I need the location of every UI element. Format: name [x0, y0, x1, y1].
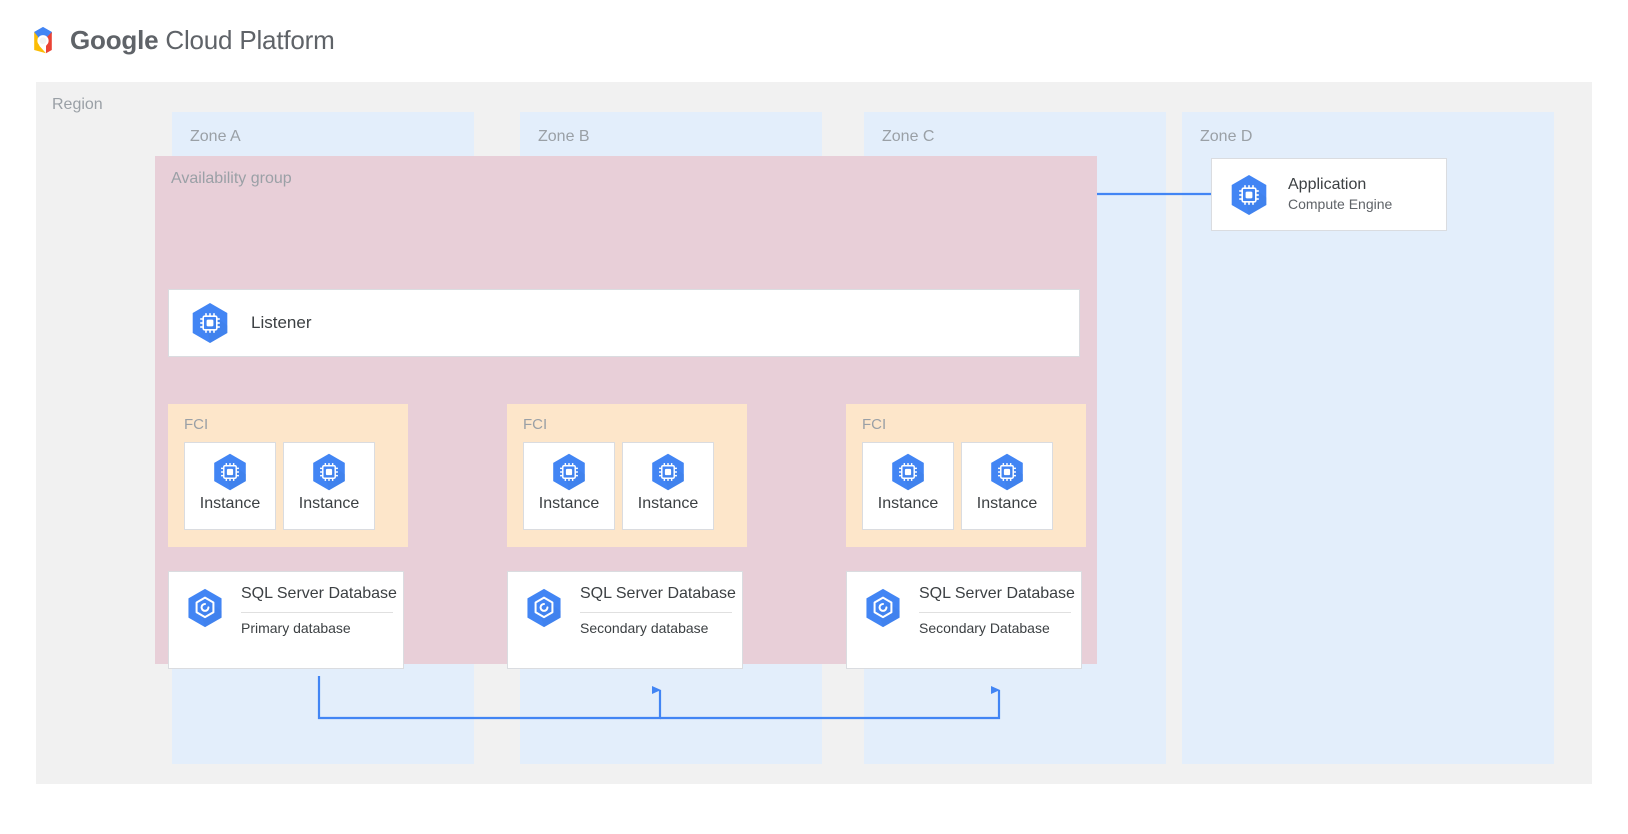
- sql-server-database-text: SQL Server Database Primary database: [241, 584, 401, 637]
- availability-group-container: Availability group: [155, 156, 1097, 669]
- application-subtitle: Compute Engine: [1288, 196, 1393, 212]
- instance-label: Instance: [976, 495, 1038, 512]
- fci-group-c: FCI: [846, 404, 1086, 547]
- page-header: Google Cloud Platform: [0, 0, 1628, 82]
- zone-b-label: Zone B: [538, 128, 590, 145]
- divider: [241, 612, 393, 613]
- zone-d-label: Zone D: [1200, 128, 1253, 145]
- sql-server-database-text: SQL Server Database Secondary database: [580, 584, 740, 637]
- instance-card[interactable]: Instance: [622, 442, 714, 530]
- sql-server-database-card[interactable]: SQL Server Database Secondary Database: [846, 571, 1082, 669]
- instance-label: Instance: [538, 495, 600, 512]
- brand-cloud-platform: Cloud Platform: [158, 25, 335, 55]
- instance-card[interactable]: Instance: [283, 442, 375, 530]
- fci-group-b: FCI: [507, 404, 747, 547]
- zone-c-label: Zone C: [882, 128, 935, 145]
- brand-wordmark: Google Cloud Platform: [70, 25, 335, 56]
- listener-card[interactable]: Listener: [168, 289, 1080, 357]
- compute-engine-icon: [887, 451, 929, 493]
- compute-engine-icon: [647, 451, 689, 493]
- database-role-label: Primary database: [241, 620, 351, 636]
- listener-title: Listener: [251, 313, 312, 332]
- sql-server-database-text: SQL Server Database Secondary Database: [919, 584, 1079, 637]
- instance-card[interactable]: Instance: [961, 442, 1053, 530]
- zone-a-label: Zone A: [190, 128, 241, 145]
- instance-card[interactable]: Instance: [523, 442, 615, 530]
- compute-engine-icon: [209, 451, 251, 493]
- compute-engine-icon: [548, 451, 590, 493]
- compute-engine-icon: [187, 300, 233, 346]
- sql-server-database-icon: [183, 586, 227, 630]
- sql-server-database-title: SQL Server Database: [580, 585, 736, 602]
- instance-card[interactable]: Instance: [862, 442, 954, 530]
- application-text: Application Compute Engine: [1288, 175, 1392, 214]
- sql-server-database-icon: [522, 586, 566, 630]
- instance-card[interactable]: Instance: [184, 442, 276, 530]
- sql-server-database-title: SQL Server Database: [919, 585, 1075, 602]
- instance-label: Instance: [637, 495, 699, 512]
- fci-b-label: FCI: [523, 416, 548, 433]
- database-role-label: Secondary Database: [919, 620, 1050, 636]
- sql-server-database-card[interactable]: SQL Server Database Primary database: [168, 571, 404, 669]
- fci-c-label: FCI: [862, 416, 887, 433]
- sql-server-database-icon: [861, 586, 905, 630]
- database-role-label: Secondary database: [580, 620, 709, 636]
- google-cloud-hexagon-logo-icon: [26, 24, 60, 58]
- application-card[interactable]: Application Compute Engine: [1211, 158, 1447, 231]
- fci-group-a: FCI: [168, 404, 408, 547]
- instance-label: Instance: [877, 495, 939, 512]
- compute-engine-icon: [986, 451, 1028, 493]
- sql-server-database-card[interactable]: SQL Server Database Secondary database: [507, 571, 743, 669]
- brand-google: Google: [70, 25, 159, 55]
- availability-group-label: Availability group: [171, 170, 292, 187]
- instance-label: Instance: [298, 495, 360, 512]
- divider: [919, 612, 1071, 613]
- region-label: Region: [52, 96, 103, 113]
- instance-label: Instance: [199, 495, 261, 512]
- sql-server-database-title: SQL Server Database: [241, 585, 397, 602]
- divider: [580, 612, 732, 613]
- fci-a-label: FCI: [184, 416, 209, 433]
- application-title: Application: [1288, 176, 1367, 193]
- compute-engine-icon: [308, 451, 350, 493]
- compute-engine-icon: [1226, 172, 1272, 218]
